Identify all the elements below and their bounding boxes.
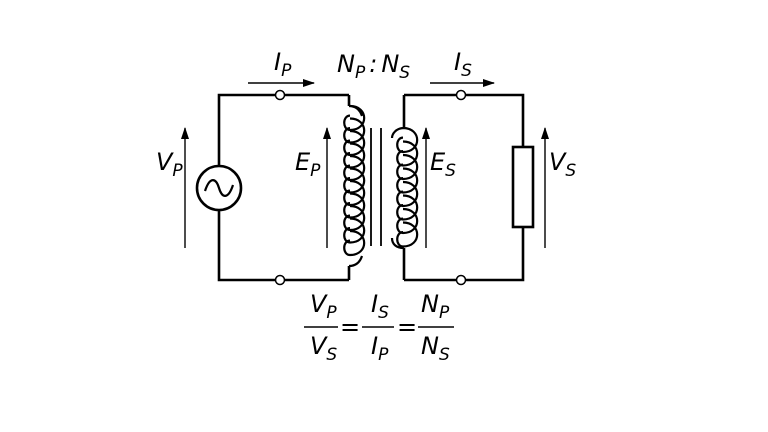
primary-coil-icon [343,104,366,268]
primary-bottom-terminal [274,274,286,286]
secondary-emf-label: ES [430,148,456,181]
equals-sign-2: = [397,313,417,341]
turns-ratio-label: NP:NS [337,50,410,83]
secondary-top-wire [404,93,525,147]
transformer-equation: VP VS = IS IP = NP NS [304,290,454,365]
primary-bottom-wire [217,210,349,282]
equals-sign-1: = [340,313,360,341]
secondary-coil-icon [390,126,419,250]
secondary-voltage-label: VS [549,148,576,181]
secondary-top-terminal [455,89,467,101]
ac-source-icon [195,164,243,212]
secondary-circuit [402,89,525,286]
secondary-bottom-wire [404,227,525,282]
primary-voltage-label: VP [156,148,183,181]
eq2-denominator: IP [371,332,389,365]
transformer-core-icon [370,128,382,246]
eq2-numerator: IS [371,290,389,323]
eq1-numerator: VP [310,290,337,323]
primary-top-wire [217,93,349,166]
primary-circuit [217,89,351,286]
resistor-icon [511,145,535,229]
secondary-bottom-terminal [455,274,467,286]
secondary-current-label: IS [454,48,472,81]
eq3-numerator: NP [421,290,450,323]
primary-current-label: IP [274,48,292,81]
eq1-denominator: VS [310,332,337,365]
primary-emf-label: EP [295,148,321,181]
primary-top-terminal [274,89,286,101]
eq3-denominator: NS [421,332,450,365]
